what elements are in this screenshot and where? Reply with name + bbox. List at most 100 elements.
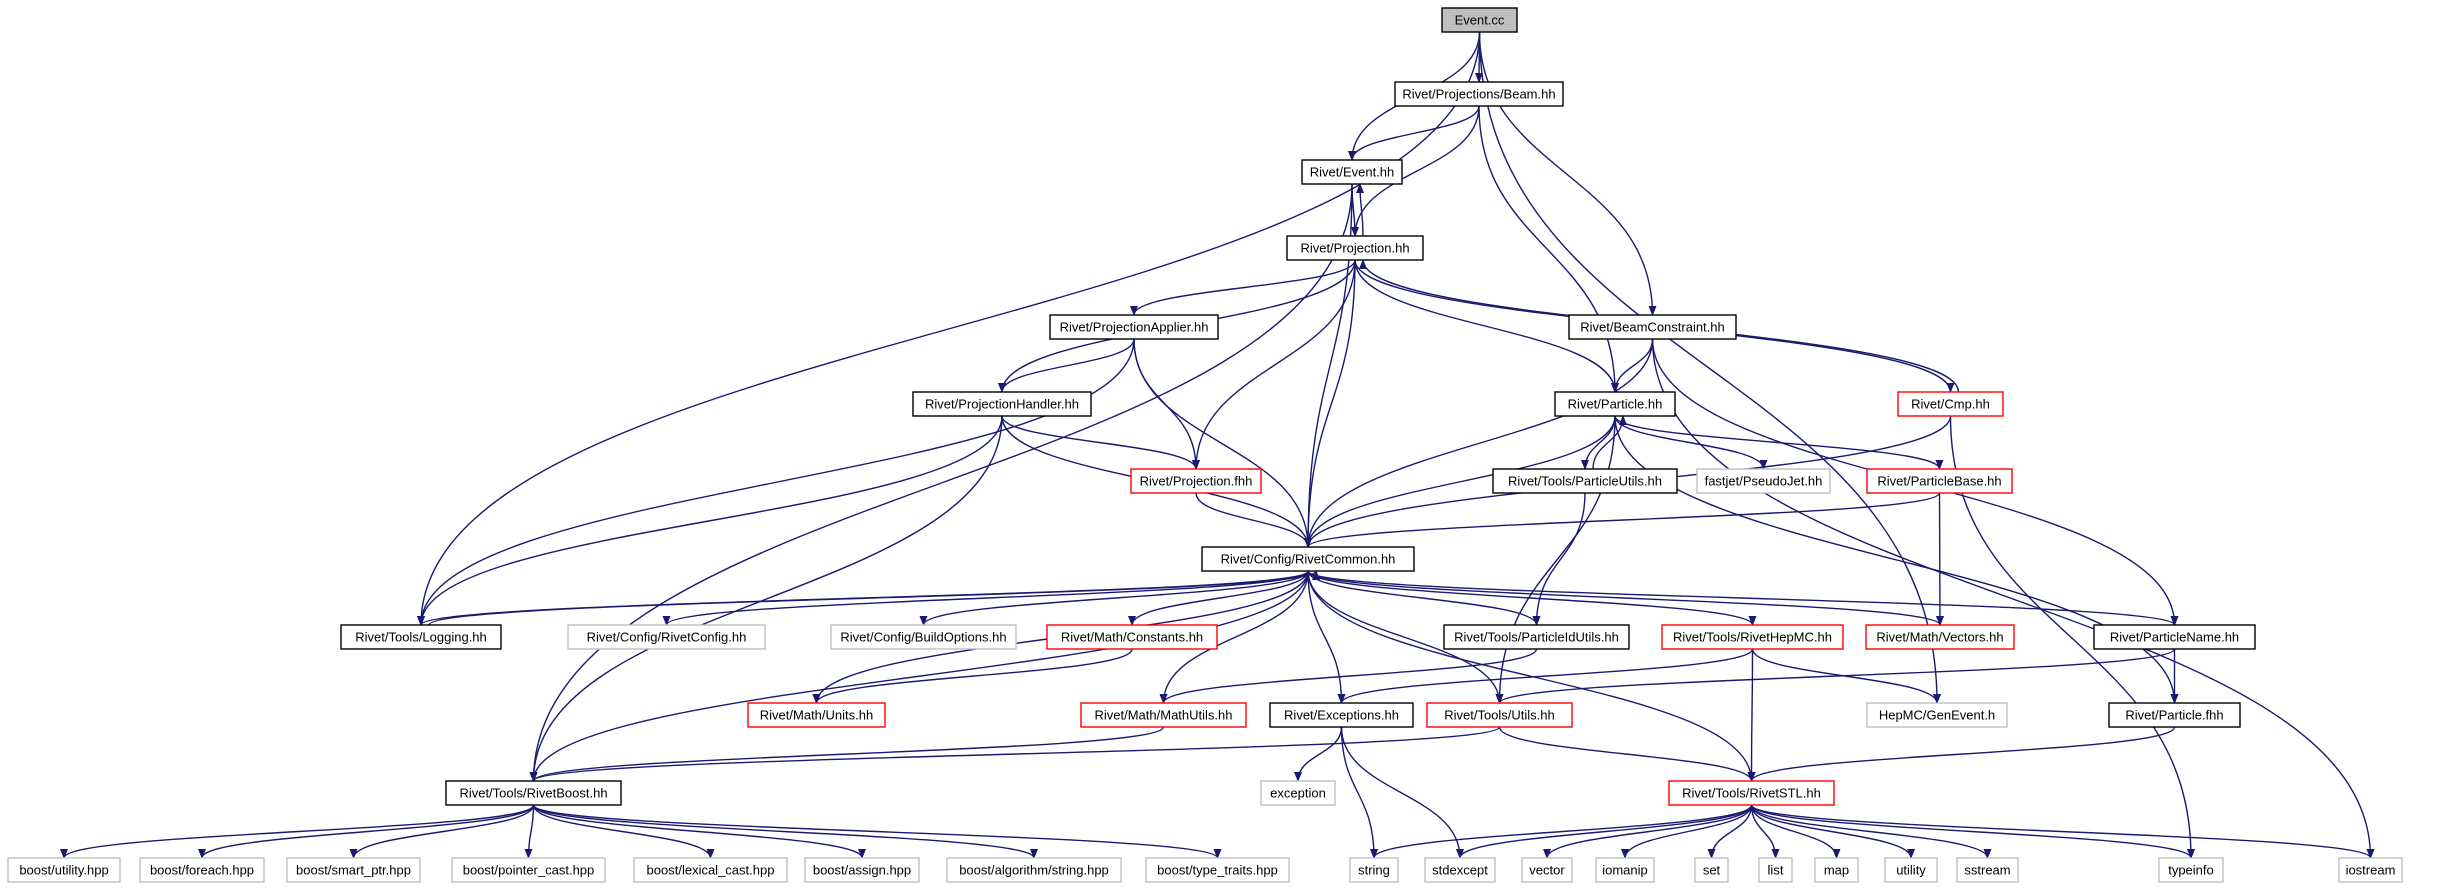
node-b-assign: boost/assign.hpp xyxy=(804,857,920,883)
node-particle-fhh[interactable]: Rivet/Particle.fhh xyxy=(2108,702,2241,728)
node-label: Rivet/Tools/RivetSTL.hh xyxy=(1682,786,1821,801)
node-box xyxy=(747,702,886,728)
node-label: HepMC/GenEvent.h xyxy=(1879,708,1995,723)
edge-projection_hh-to-particle_hh xyxy=(1354,259,1619,393)
node-label: boost/algorithm/string.hpp xyxy=(959,863,1109,878)
node-box xyxy=(1424,857,1496,883)
edge-beamconstraint-to-rivetcommon xyxy=(1304,338,1654,548)
edge-constants-to-units xyxy=(812,648,1133,704)
node-rivetstl[interactable]: Rivet/Tools/RivetSTL.hh xyxy=(1668,780,1835,806)
edge-rivetstl-to-s_map xyxy=(1750,804,1841,859)
node-projectionapplier[interactable]: Rivet/ProjectionApplier.hh xyxy=(1049,314,1219,340)
edge-rivetcommon-to-rivetboost xyxy=(529,570,1309,782)
node-rivetcommon[interactable]: Rivet/Config/RivetCommon.hh xyxy=(1201,546,1415,572)
node-label: list xyxy=(1768,863,1784,878)
node-s-stdexcept: stdexcept xyxy=(1424,857,1496,883)
edge-rivetcommon-to-mathutils xyxy=(1159,570,1309,704)
edge-particlebase-to-vectors xyxy=(1935,492,1944,626)
edge-rivetboost-to-b_type_traits xyxy=(532,804,1222,859)
node-box xyxy=(1443,624,1630,650)
node-layer: Event.ccRivet/Projections/Beam.hhRivet/E… xyxy=(7,7,2403,883)
node-box xyxy=(1696,468,1831,494)
node-box xyxy=(2338,857,2403,883)
node-box xyxy=(139,857,265,883)
edge-rivetcommon-to-constants xyxy=(1128,570,1309,626)
node-particleidutils[interactable]: Rivet/Tools/ParticleIdUtils.hh xyxy=(1443,624,1630,650)
node-label: Rivet/Particle.hh xyxy=(1568,397,1663,412)
node-mathutils[interactable]: Rivet/Math/MathUtils.hh xyxy=(1080,702,1247,728)
node-label: Rivet/ProjectionApplier.hh xyxy=(1060,320,1209,335)
node-b-smart-ptr: boost/smart_ptr.hpp xyxy=(286,857,421,883)
node-box xyxy=(1441,7,1518,33)
node-vectors[interactable]: Rivet/Math/Vectors.hh xyxy=(1865,624,2015,650)
node-box xyxy=(804,857,920,883)
node-label: iostream xyxy=(2346,863,2396,878)
node-label: Rivet/Tools/ParticleUtils.hh xyxy=(1508,474,1662,489)
node-box xyxy=(1521,857,1573,883)
edge-exceptions-to-exception xyxy=(1294,726,1343,782)
edge-rivetcommon-to-buildoptions xyxy=(919,570,1309,626)
node-b-pointer-cast: boost/pointer_cast.hpp xyxy=(451,857,606,883)
node-box xyxy=(2158,857,2224,883)
node-particlebase[interactable]: Rivet/ParticleBase.hh xyxy=(1866,468,2013,494)
node-box xyxy=(1394,81,1564,107)
edge-projections_beam-to-particle_hh xyxy=(1478,105,1619,393)
node-rivetboost[interactable]: Rivet/Tools/RivetBoost.hh xyxy=(445,780,622,806)
node-event-cc[interactable]: Event.cc xyxy=(1441,7,1518,33)
node-label: Rivet/Config/RivetCommon.hh xyxy=(1221,552,1396,567)
node-constants[interactable]: Rivet/Math/Constants.hh xyxy=(1046,624,1218,650)
node-projectionhandler[interactable]: Rivet/ProjectionHandler.hh xyxy=(912,391,1092,417)
node-label: utility xyxy=(1896,863,1926,878)
node-projections-beam[interactable]: Rivet/Projections/Beam.hh xyxy=(1394,81,1564,107)
edge-rivetcommon-to-rivetstl xyxy=(1307,570,1756,782)
edge-rivetstl-to-s_string xyxy=(1370,804,1753,859)
edge-particle_hh-to-utils xyxy=(1495,415,1616,704)
node-event-hh[interactable]: Rivet/Event.hh xyxy=(1301,159,1403,185)
node-units[interactable]: Rivet/Math/Units.hh xyxy=(747,702,886,728)
edge-rivetstl-to-s_iomanip xyxy=(1621,804,1753,859)
node-projection-hh[interactable]: Rivet/Projection.hh xyxy=(1286,235,1424,261)
node-box xyxy=(340,624,502,650)
node-label: iomanip xyxy=(1602,863,1648,878)
node-logging[interactable]: Rivet/Tools/Logging.hh xyxy=(340,624,502,650)
node-box xyxy=(912,391,1092,417)
edge-utils-to-rivetstl xyxy=(1498,726,1756,782)
node-label: Rivet/ParticleName.hh xyxy=(2110,630,2239,645)
node-label: Rivet/Config/BuildOptions.hh xyxy=(840,630,1006,645)
node-box xyxy=(1301,159,1403,185)
node-box xyxy=(1897,391,2004,417)
edge-projection_hh-to-projectionapplier xyxy=(1130,259,1356,316)
node-box xyxy=(1595,857,1655,883)
node-label: Rivet/Math/Units.hh xyxy=(760,708,873,723)
node-box xyxy=(2108,702,2241,728)
node-rivetconfig: Rivet/Config/RivetConfig.hh xyxy=(567,624,766,650)
edge-rivetcommon-to-rivethepmc xyxy=(1307,570,1757,626)
node-particleutils[interactable]: Rivet/Tools/ParticleUtils.hh xyxy=(1492,468,1678,494)
node-s-map: map xyxy=(1814,857,1859,883)
edge-event_hh-to-rivetboost xyxy=(529,183,1353,782)
node-box xyxy=(1260,780,1336,806)
node-rivethepmc[interactable]: Rivet/Tools/RivetHepMC.hh xyxy=(1661,624,1844,650)
node-beamconstraint[interactable]: Rivet/BeamConstraint.hh xyxy=(1568,314,1737,340)
node-box xyxy=(1956,857,2019,883)
node-box xyxy=(1286,235,1424,261)
node-utils[interactable]: Rivet/Tools/Utils.hh xyxy=(1426,702,1573,728)
node-box xyxy=(286,857,421,883)
node-box xyxy=(1866,468,2013,494)
node-particle-hh[interactable]: Rivet/Particle.hh xyxy=(1554,391,1676,417)
node-label: boost/utility.hpp xyxy=(19,863,108,878)
node-projection-fhh[interactable]: Rivet/Projection.fhh xyxy=(1130,468,1262,494)
edge-projectionhandler-to-logging xyxy=(417,415,1003,626)
node-exceptions[interactable]: Rivet/Exceptions.hh xyxy=(1269,702,1414,728)
node-label: Rivet/Math/MathUtils.hh xyxy=(1095,708,1233,723)
edge-cmp_hh-to-s_typeinfo xyxy=(1949,415,2195,859)
node-cmp-hh[interactable]: Rivet/Cmp.hh xyxy=(1897,391,2004,417)
node-box xyxy=(633,857,788,883)
node-exception: exception xyxy=(1260,780,1336,806)
node-label: boost/lexical_cast.hpp xyxy=(647,863,775,878)
node-box xyxy=(1492,468,1678,494)
node-box xyxy=(1426,702,1573,728)
node-box xyxy=(567,624,766,650)
node-particlename[interactable]: Rivet/ParticleName.hh xyxy=(2093,624,2256,650)
node-box xyxy=(1668,780,1835,806)
